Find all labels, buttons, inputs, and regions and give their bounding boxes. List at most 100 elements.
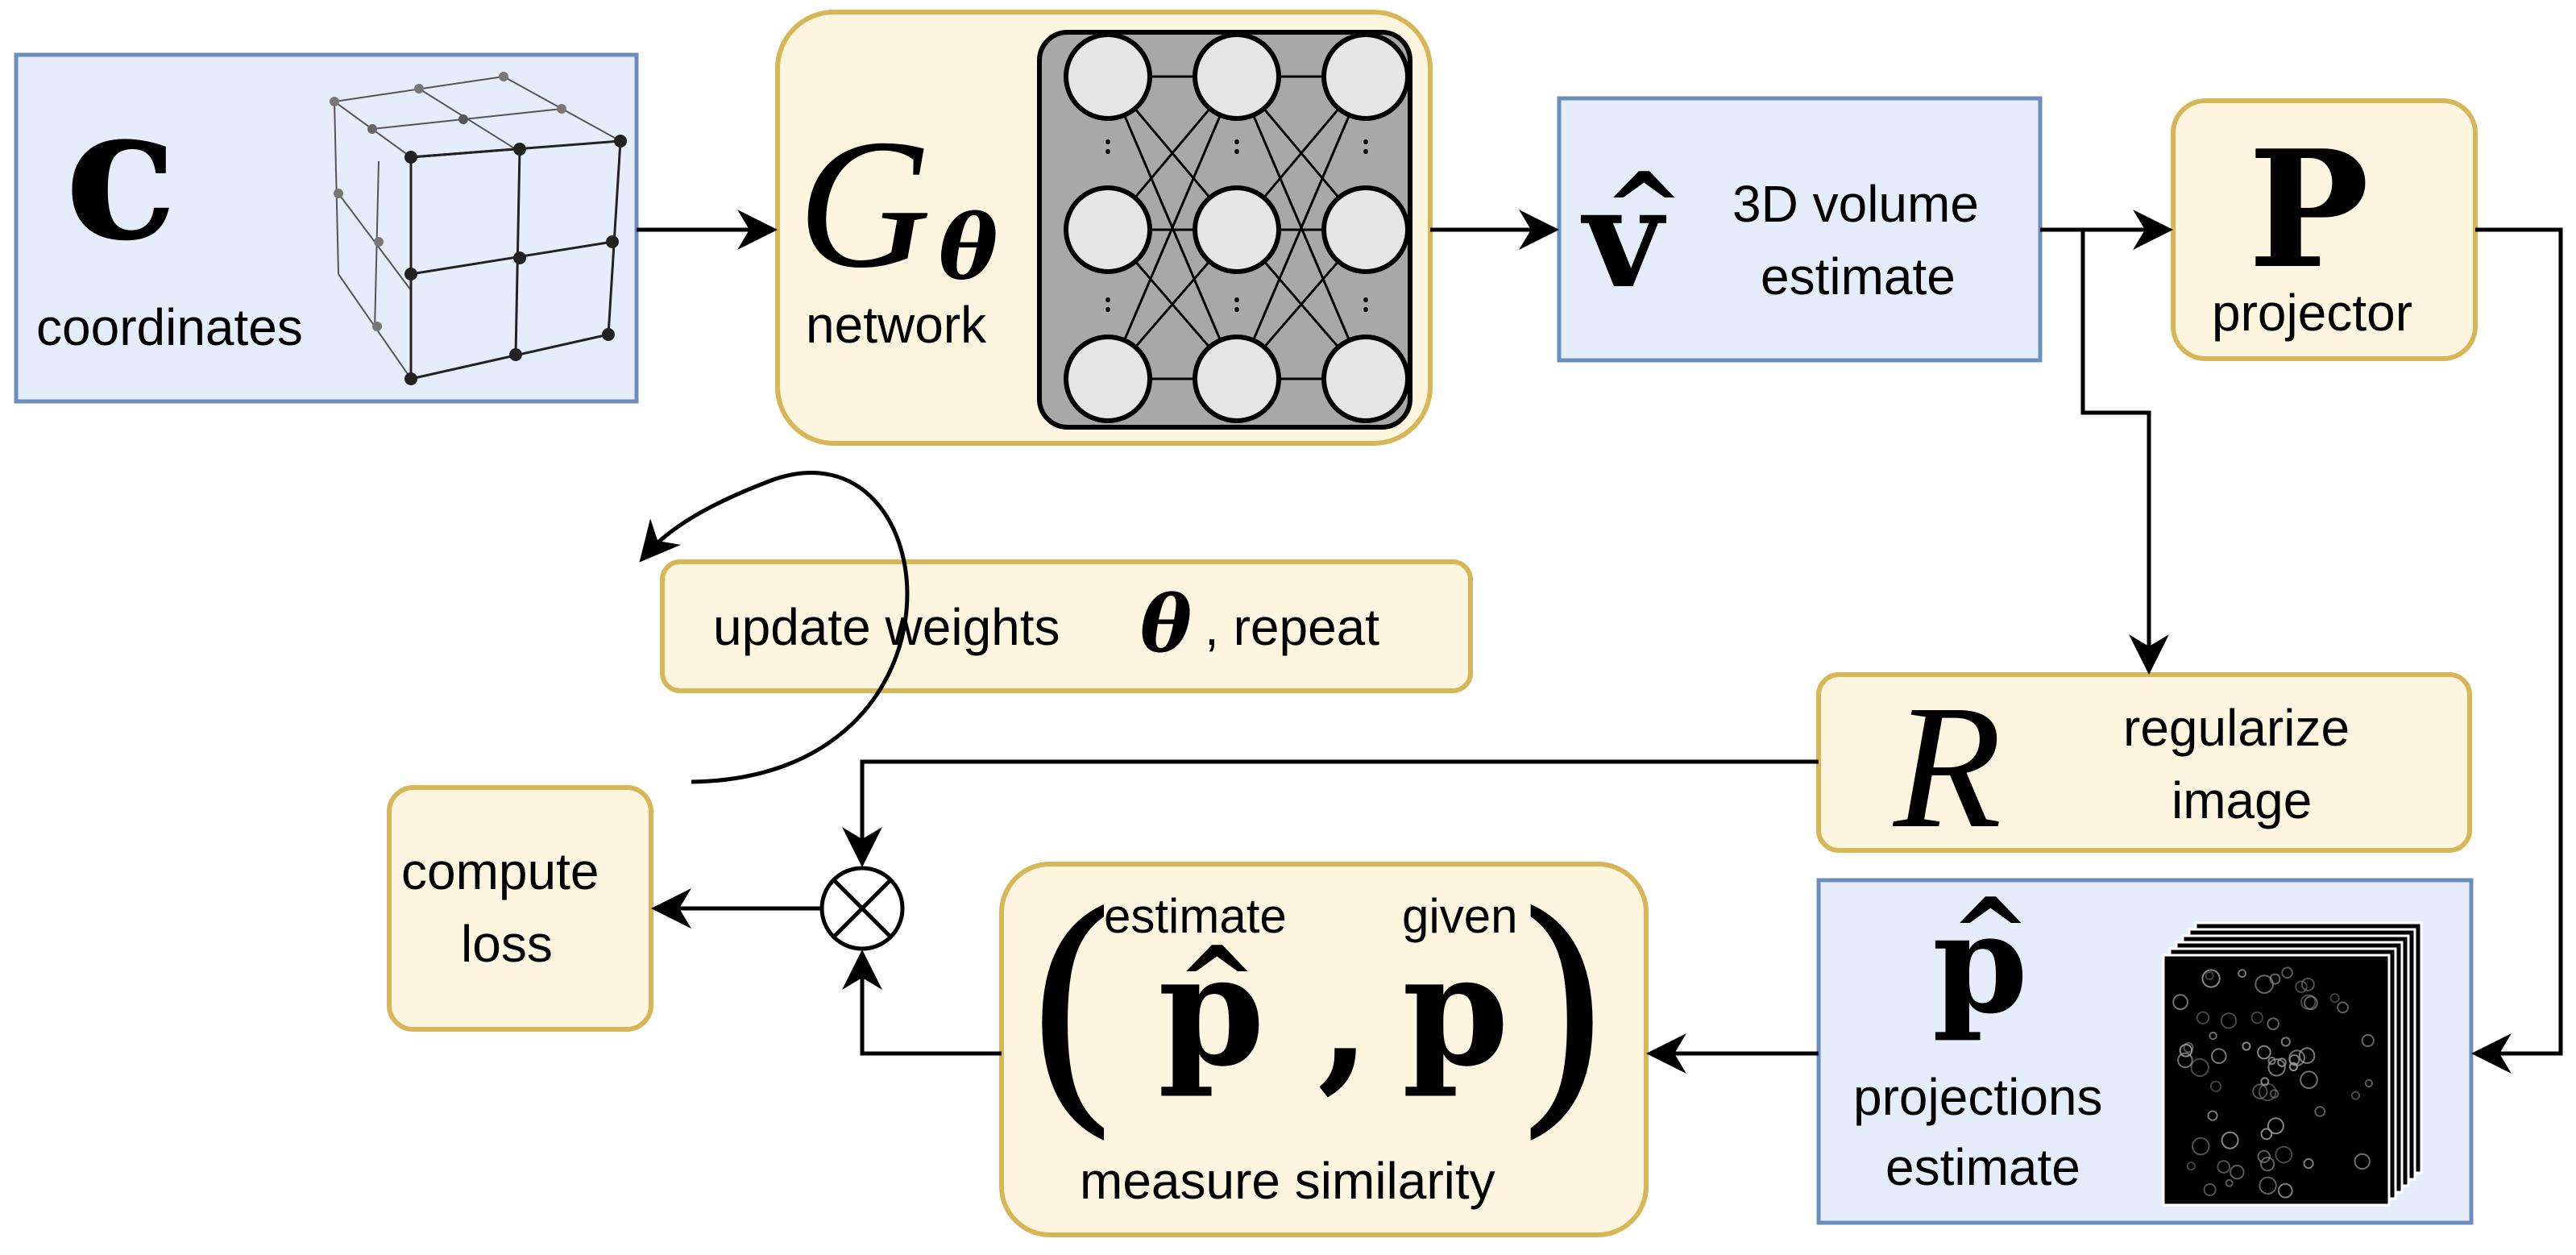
- coordinates-symbol: c: [64, 64, 177, 282]
- update-weights-node: update weights θ , repeat: [660, 559, 1473, 693]
- similarity-estimate-label: estimate: [1104, 889, 1287, 943]
- network-label: network: [806, 296, 987, 354]
- edge-projector-to-projections: [2471, 227, 2563, 1074]
- particle-ring: [2277, 1182, 2293, 1199]
- particle-ring: [2259, 1176, 2277, 1195]
- particle-ring: [2314, 1106, 2326, 1117]
- particle-ring: [2260, 1128, 2273, 1141]
- compute-loss-node: compute loss: [387, 785, 653, 1032]
- particle-ring: [2225, 1178, 2234, 1187]
- particle-ring: [2196, 1011, 2210, 1024]
- network-symbol: G: [798, 101, 931, 306]
- particle-ring: [2220, 1012, 2238, 1029]
- similarity-close-paren: ): [1512, 862, 1613, 1161]
- particle-ring: [2267, 1017, 2279, 1030]
- particle-ring: [2329, 993, 2340, 1004]
- particle-ring: [2201, 969, 2221, 988]
- particle-ring: [2337, 1001, 2350, 1014]
- edge-volume-to-regularize: [2080, 230, 2169, 675]
- projector-label: projector: [2212, 284, 2412, 342]
- similarity-label: measure similarity: [1080, 1152, 1495, 1210]
- particle-ring: [2183, 1042, 2194, 1053]
- particle-ring: [2288, 1062, 2298, 1072]
- projections-hat: ^: [1950, 877, 2031, 991]
- compute-loss-line1: compute: [401, 842, 599, 900]
- regularize-label-line2: image: [2172, 771, 2312, 829]
- particle-ring: [2267, 1057, 2276, 1066]
- particle-ring: [2186, 1161, 2196, 1171]
- particle-ring: [2179, 1044, 2193, 1058]
- particle-ring: [2209, 1080, 2222, 1093]
- particle-ring: [2230, 1165, 2245, 1180]
- update-theta-symbol: θ: [1140, 579, 1192, 670]
- particle-ring: [2277, 1058, 2287, 1067]
- regularize-symbol: R: [1892, 668, 2001, 865]
- edges: [637, 210, 2563, 1074]
- particle-ring: [2350, 1091, 2361, 1100]
- particle-ring: [2364, 1078, 2374, 1088]
- volume-label-line2: estimate: [1761, 247, 1956, 305]
- coordinates-node: c coordinates: [14, 52, 639, 404]
- edge-regularize-to-combiner: [842, 759, 1819, 867]
- regularize-label-line1: regularize: [2123, 699, 2350, 757]
- particle-ring: [2303, 1157, 2314, 1170]
- particle-ring: [2242, 1041, 2251, 1051]
- similarity-open-paren: (: [1022, 862, 1122, 1161]
- network-subscript: θ: [939, 195, 998, 299]
- particle-ring: [2252, 1083, 2268, 1099]
- update-label-right: , repeat: [1205, 598, 1379, 656]
- projections-symbol: p: [1932, 883, 2028, 1045]
- particle-ring: [2257, 1149, 2271, 1164]
- similarity-comma: ,: [1317, 929, 1371, 1108]
- volume-estimate-node: v ^ 3D volume estimate: [1557, 96, 2043, 363]
- multiply-circle-icon: [819, 866, 905, 951]
- particle-ring: [2190, 1058, 2209, 1078]
- particle-ring: [2260, 1077, 2270, 1087]
- particle-ring: [2258, 1083, 2277, 1102]
- particle-ring: [2280, 1037, 2291, 1047]
- particle-ring: [2221, 1131, 2239, 1149]
- particle-ring: [2361, 1033, 2375, 1048]
- particle-ring: [2209, 1031, 2217, 1041]
- particle-ring: [2300, 1070, 2318, 1089]
- particle-ring: [2250, 1011, 2263, 1024]
- neural-network-icon: [1037, 30, 1412, 430]
- edge-loop-update-weights: [639, 471, 910, 784]
- particle-ring: [2207, 1110, 2218, 1121]
- cube-vertices: [330, 72, 627, 385]
- particle-ring: [2281, 966, 2293, 979]
- particle-ring: [2172, 994, 2189, 1011]
- update-label-left: update weights: [713, 598, 1060, 656]
- particle-ring: [2257, 1045, 2271, 1060]
- projector-node: P projector: [2171, 98, 2478, 361]
- particle-ring: [2205, 970, 2214, 981]
- network-node: G θ network: [775, 10, 1433, 446]
- particle-ring: [2192, 1137, 2210, 1156]
- particle-ring: [2267, 1058, 2286, 1077]
- projections-estimate-node: p ^ projections estimate: [1816, 877, 2474, 1225]
- particle-ring: [2255, 974, 2274, 994]
- particle-ring: [2211, 1048, 2227, 1064]
- edge-similarity-to-combiner: [842, 950, 1002, 1056]
- projection-stack-image: [2162, 921, 2423, 1207]
- projections-label-line1: projections: [1853, 1068, 2103, 1126]
- similarity-estimate-symbol: p: [1158, 920, 1265, 1100]
- similarity-given-symbol: p: [1402, 920, 1509, 1100]
- volume-label-line1: 3D volume: [1732, 175, 1979, 233]
- particle-ring: [2269, 1089, 2279, 1099]
- particle-ring: [2304, 995, 2318, 1011]
- particle-ring: [2295, 980, 2308, 993]
- compute-loss-line2: loss: [461, 915, 553, 973]
- particle-ring: [2203, 1182, 2217, 1197]
- projector-symbol: P: [2248, 115, 2369, 305]
- particle-ring: [2238, 969, 2247, 979]
- particle-ring: [2354, 1153, 2371, 1170]
- coordinates-label: coordinates: [36, 298, 303, 356]
- particle-ring: [2260, 1157, 2275, 1172]
- similarity-given-label: given: [1402, 889, 1517, 943]
- projections-label-line2: estimate: [1885, 1138, 2080, 1196]
- particle-ring: [2267, 1117, 2284, 1135]
- similarity-node: ( ) estimate given p ^ , p measure simil…: [999, 862, 1649, 1237]
- volume-hat: ^: [1603, 152, 1685, 265]
